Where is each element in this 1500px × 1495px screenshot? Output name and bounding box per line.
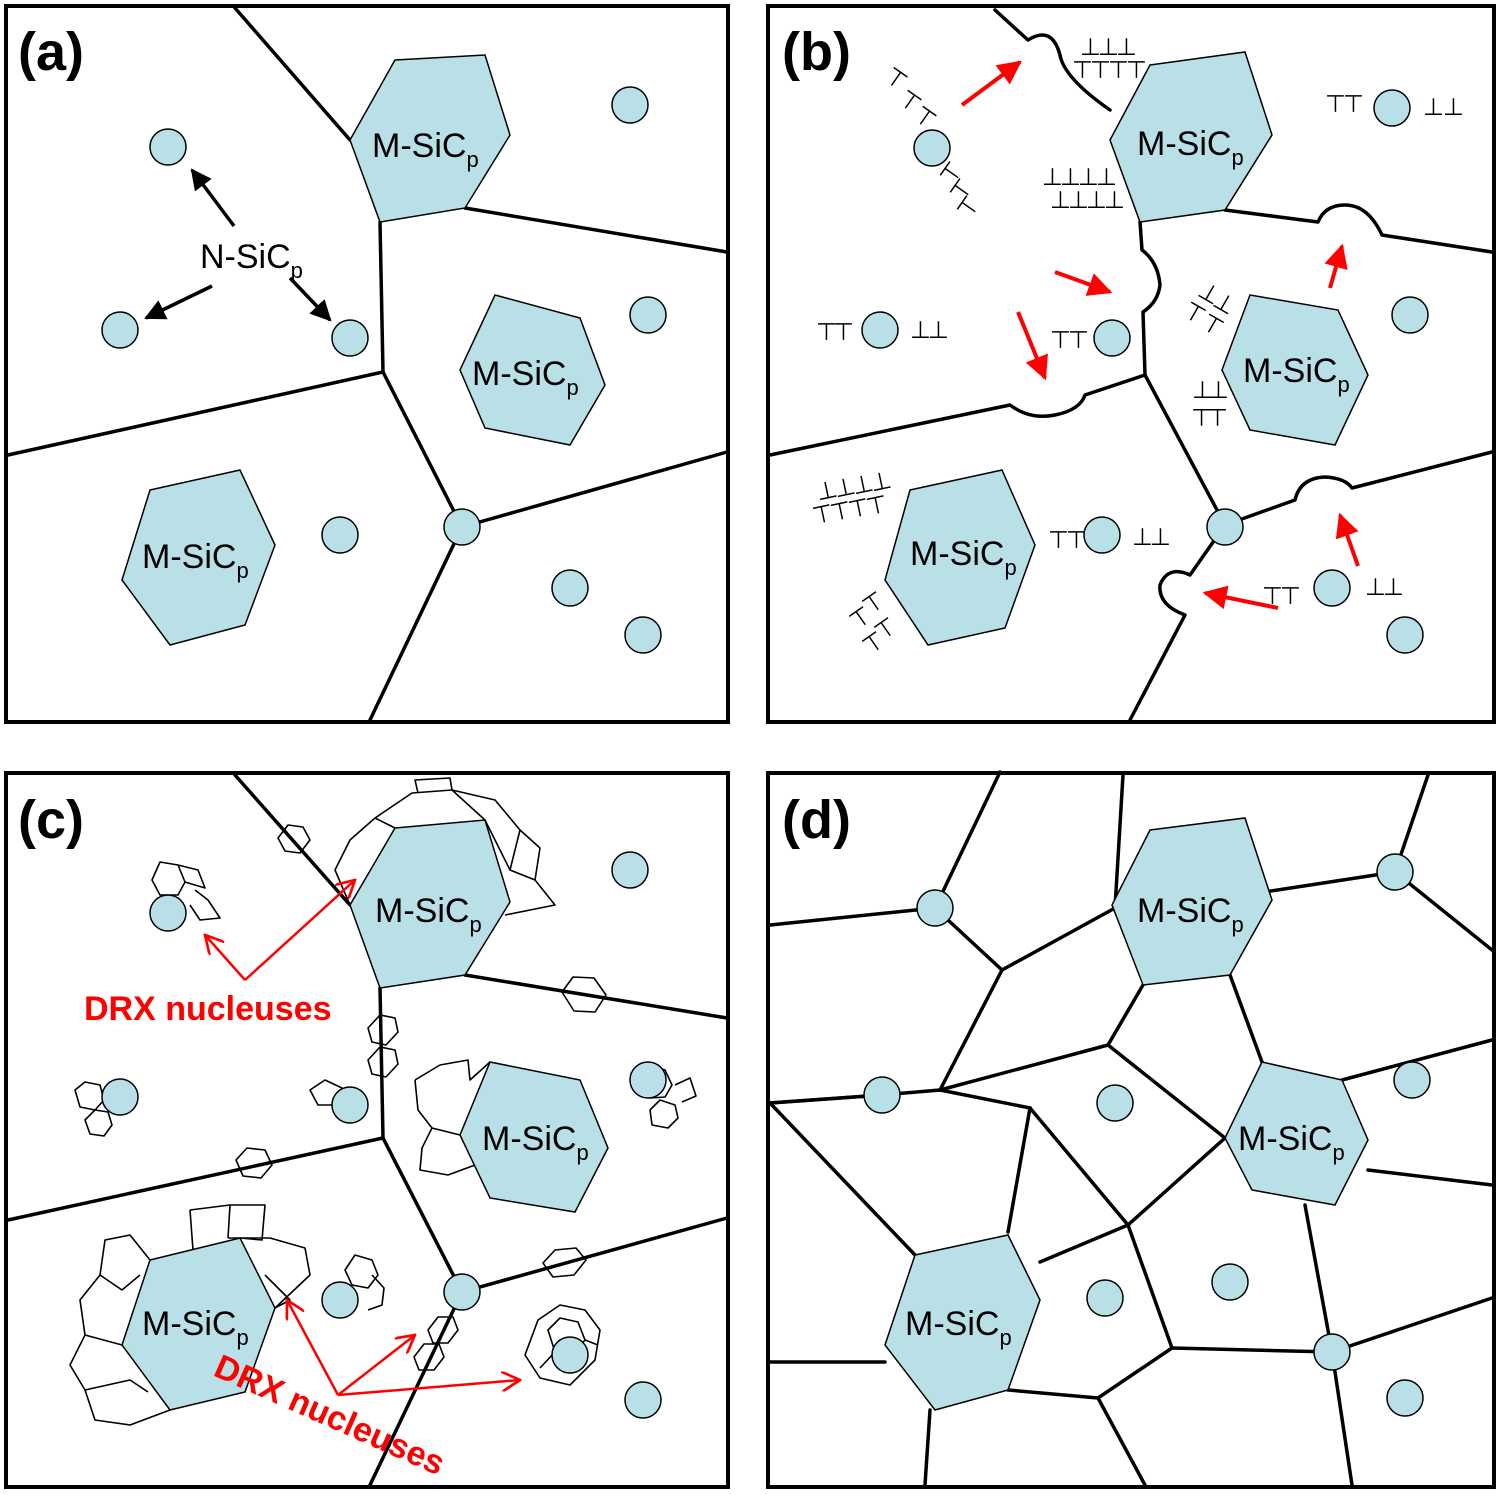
grain-boundaries-a [6,6,729,722]
m-sic-particles-d [884,817,1369,1411]
svg-text:⊥: ⊥ [1086,186,1107,214]
svg-text:⊥: ⊥ [1060,163,1081,191]
svg-text:⊥: ⊥ [1080,33,1101,61]
svg-text:⊥: ⊥ [1383,573,1404,601]
svg-text:⊥: ⊥ [1132,523,1153,551]
svg-text:⊥: ⊥ [1423,93,1444,121]
svg-text:⊥: ⊥ [1443,93,1464,121]
panel-c: (c) M-SiCp M-SiCp M-SiCp DRX nucleuses D… [4,771,730,1489]
svg-text:⊤: ⊤ [1050,326,1071,354]
m-sic-label-a2: M-SiCp [472,355,579,400]
svg-text:⊥: ⊥ [1104,186,1125,214]
svg-text:⊤: ⊤ [1126,56,1147,84]
m-sic-label-c1: M-SiCp [375,892,482,937]
svg-text:⊥: ⊥ [1208,376,1229,404]
svg-text:⊤: ⊤ [1066,526,1087,554]
m-sic-label-b2: M-SiCp [1243,352,1350,397]
svg-text:⊥: ⊥ [928,316,949,344]
panel-b: ⊤ ⊤ ⊤ ⊤ ⊤ ⊤ ⊥ ⊥ ⊥ ⊤ ⊤ ⊤ ⊤ ⊥ ⊥ ⊥ ⊥ ⊥ ⊥ ⊥ … [766,4,1496,724]
svg-text:⊥: ⊥ [1096,163,1117,191]
n-sic-particles-a [101,86,667,654]
drx-label-c2: DRX nucleuses [209,1348,451,1483]
panel-a-tag: (a) [18,22,84,82]
m-sic-label-d3: M-SiCp [905,1305,1012,1350]
svg-text:⊥: ⊥ [1098,33,1119,61]
m-sic-label-a3: M-SiCp [142,538,249,583]
n-sic-particles-d [863,853,1431,1417]
svg-text:⊥: ⊥ [1116,33,1137,61]
svg-text:⊤: ⊤ [1090,56,1111,84]
panel-b-frame [766,4,1496,724]
panel-b-tag: (b) [782,22,851,82]
svg-text:⊤: ⊤ [1068,326,1089,354]
n-sic-particles-c [101,851,667,1419]
panel-d-tag: (d) [782,790,851,850]
svg-text:⊤: ⊤ [1343,90,1364,118]
n-sic-pointer-arrows [144,168,332,322]
svg-text:⊥: ⊥ [1150,523,1171,551]
svg-text:⊤: ⊤ [833,318,854,346]
svg-text:⊥: ⊥ [1078,163,1099,191]
svg-text:⊤: ⊤ [1072,56,1093,84]
svg-text:⊥: ⊥ [1042,163,1063,191]
panel-a: (a) N-SiCp M-SiCp M-SiCp M-SiCp [4,4,730,724]
svg-text:⊥: ⊥ [1191,403,1212,431]
svg-text:⊤: ⊤ [1048,526,1069,554]
m-sic-particles-b [884,51,1369,646]
panel-c-frame [4,771,730,1489]
svg-text:⊤: ⊤ [1262,582,1283,610]
m-sic-label-c3: M-SiCp [142,1305,249,1350]
m-sic-label-c2: M-SiCp [482,1120,589,1165]
m-sic-particles-c [121,819,609,1411]
svg-text:⊥: ⊥ [1068,186,1089,214]
svg-text:⊥: ⊥ [1365,573,1386,601]
svg-text:⊤: ⊤ [1280,582,1301,610]
m-sic-label-a1: M-SiCp [372,127,479,172]
svg-text:⊥: ⊥ [1192,376,1213,404]
svg-text:⊥: ⊥ [1050,186,1071,214]
panel-d: (d) M-SiCp M-SiCp M-SiCp [766,770,1496,1489]
svg-text:⊥: ⊥ [910,316,931,344]
drx-pointer-arrows-c [205,880,520,1397]
n-sic-particles-b [861,89,1429,654]
m-sic-label-d2: M-SiCp [1238,1120,1345,1165]
grain-boundaries-b [768,8,1494,722]
svg-text:⊥: ⊥ [1207,403,1228,431]
migration-arrows-b [960,60,1360,610]
svg-text:⊤: ⊤ [816,318,837,346]
svg-text:⊤: ⊤ [1108,56,1129,84]
m-sic-label-b3: M-SiCp [910,535,1017,580]
panel-c-tag: (c) [18,790,84,850]
m-sic-particles-a [121,54,606,646]
drx-label-c1: DRX nucleuses [84,990,332,1028]
svg-text:⊤: ⊤ [1325,90,1346,118]
grain-boundaries-c [6,773,729,1487]
drx-nucleus-outlines-c [69,777,607,1426]
m-sic-label-b1: M-SiCp [1137,125,1244,170]
panel-d-frame [766,771,1496,1489]
panel-a-frame [4,4,730,724]
m-sic-label-d1: M-SiCp [1137,892,1244,937]
n-sic-label: N-SiCp [200,238,303,283]
